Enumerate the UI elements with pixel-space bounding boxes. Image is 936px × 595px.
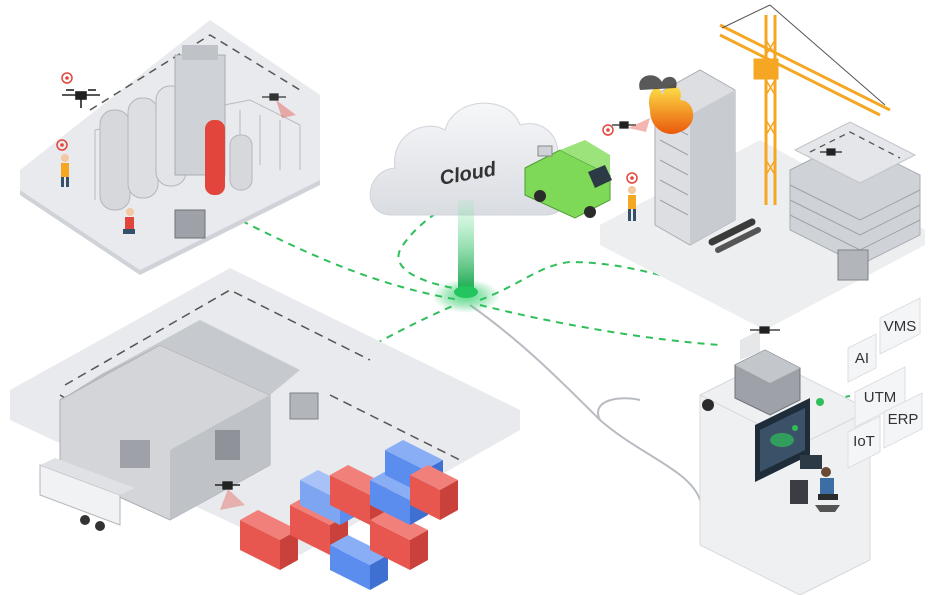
tower-crane [719,4,891,205]
link-hub-to-construction [479,260,846,302]
building-frame [789,121,921,266]
drone-dock [734,330,801,416]
chemical-plant-site [20,20,320,275]
tile-vms: VMS [879,297,921,355]
tile-erp: ERP [883,392,923,449]
link-hub-to-control [479,304,721,346]
container-red [240,510,298,570]
operator-icon [790,455,840,512]
network-hub [432,200,500,313]
hub-core [454,286,478,298]
camera-icon [702,399,714,411]
svg-text:AI: AI [855,350,869,367]
integration-connector-dot [816,398,824,406]
plant-worker [56,139,69,187]
svg-text:VMS: VMS [884,318,917,335]
drone-icon [262,93,296,118]
plant-equipment-box [174,209,206,239]
construction-dock-box [837,249,869,281]
container-blue [330,535,388,590]
link-plant-to-hub [229,214,461,301]
hub-beam [458,200,474,288]
tile-ai: AI [847,333,877,383]
pipes [708,218,761,253]
wired-connection-line-2 [597,397,641,421]
cloud: Cloud [369,102,572,216]
drone-icon [215,481,245,510]
svg-text:ERP: ERP [888,411,919,428]
drone-icon [62,89,100,108]
trailer-truck [39,458,135,531]
drone-icon [820,148,842,156]
svg-text:UTM: UTM [864,389,897,406]
pickup-truck [524,140,612,219]
plant-tower [174,45,226,195]
shipping-containers [240,440,458,590]
control-center [699,326,871,595]
kneeling-worker [123,208,135,234]
plant-dashed-boundary [89,34,301,111]
container-red [410,465,458,520]
integration-tiles: AI VMS UTM IoT ERP [847,297,923,469]
drone-icon [612,118,650,132]
signal-icon [61,72,73,84]
tile-iot: IoT [847,415,881,469]
drone-icon [750,326,780,334]
plant-platform-shadow [20,180,320,275]
fire-icon [639,75,694,134]
video-wall [755,398,810,482]
signal-icon [602,124,614,136]
warehouse-equipment-box [289,392,319,420]
svg-text:IoT: IoT [853,433,875,450]
warehouse-building [59,320,300,521]
container-red [370,510,428,570]
construction-site [600,4,925,330]
construction-worker [626,172,638,221]
